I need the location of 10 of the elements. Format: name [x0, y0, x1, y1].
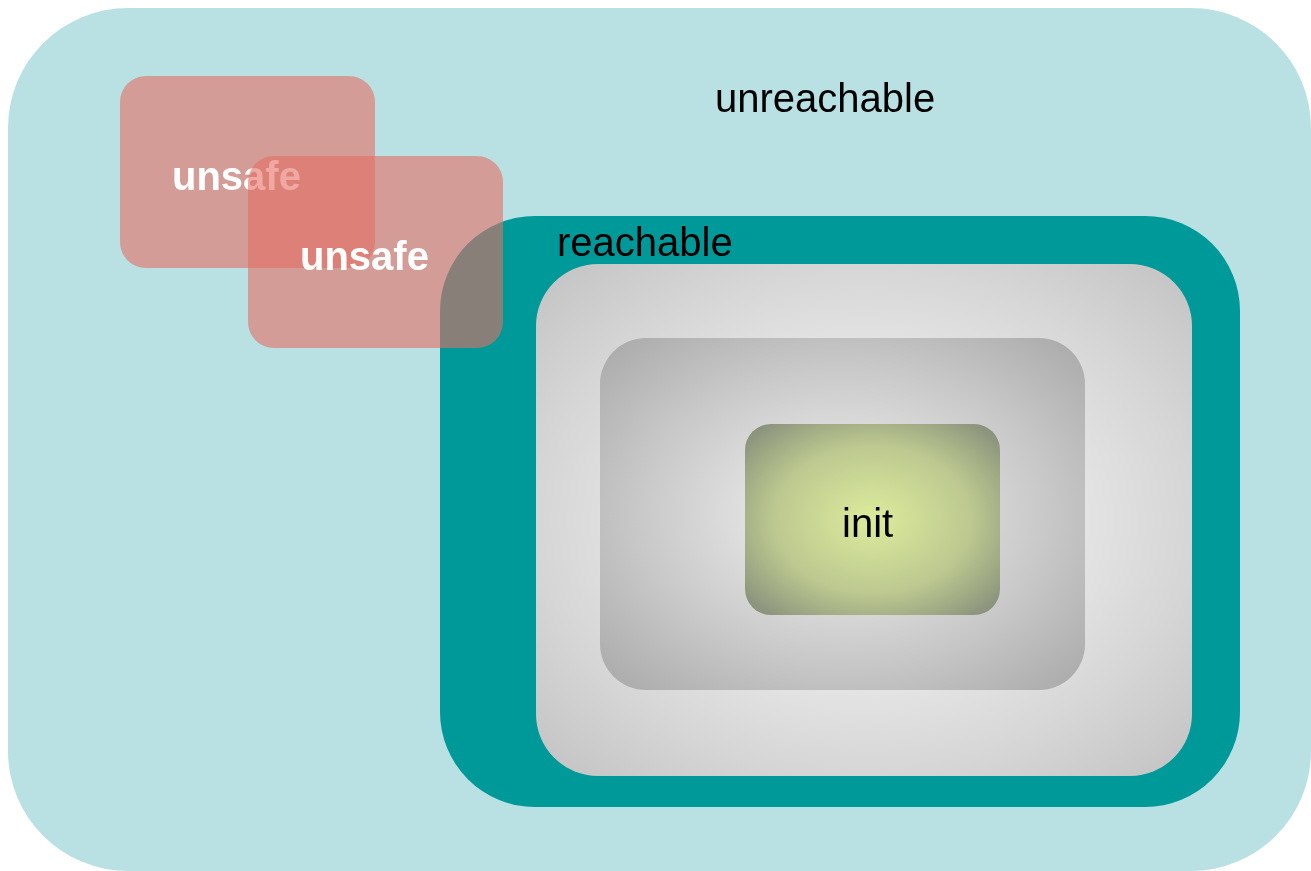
set-region	[745, 424, 1000, 615]
set-region	[8, 8, 1311, 871]
set-region	[536, 264, 1192, 776]
set-region	[440, 216, 1240, 807]
region-label: unsafe	[300, 236, 429, 276]
region-label: reachable	[557, 222, 733, 262]
region-label: init	[842, 503, 894, 543]
set-region	[600, 338, 1085, 690]
region-label: unsafe	[172, 156, 301, 196]
region-label: unreachable	[715, 78, 936, 118]
